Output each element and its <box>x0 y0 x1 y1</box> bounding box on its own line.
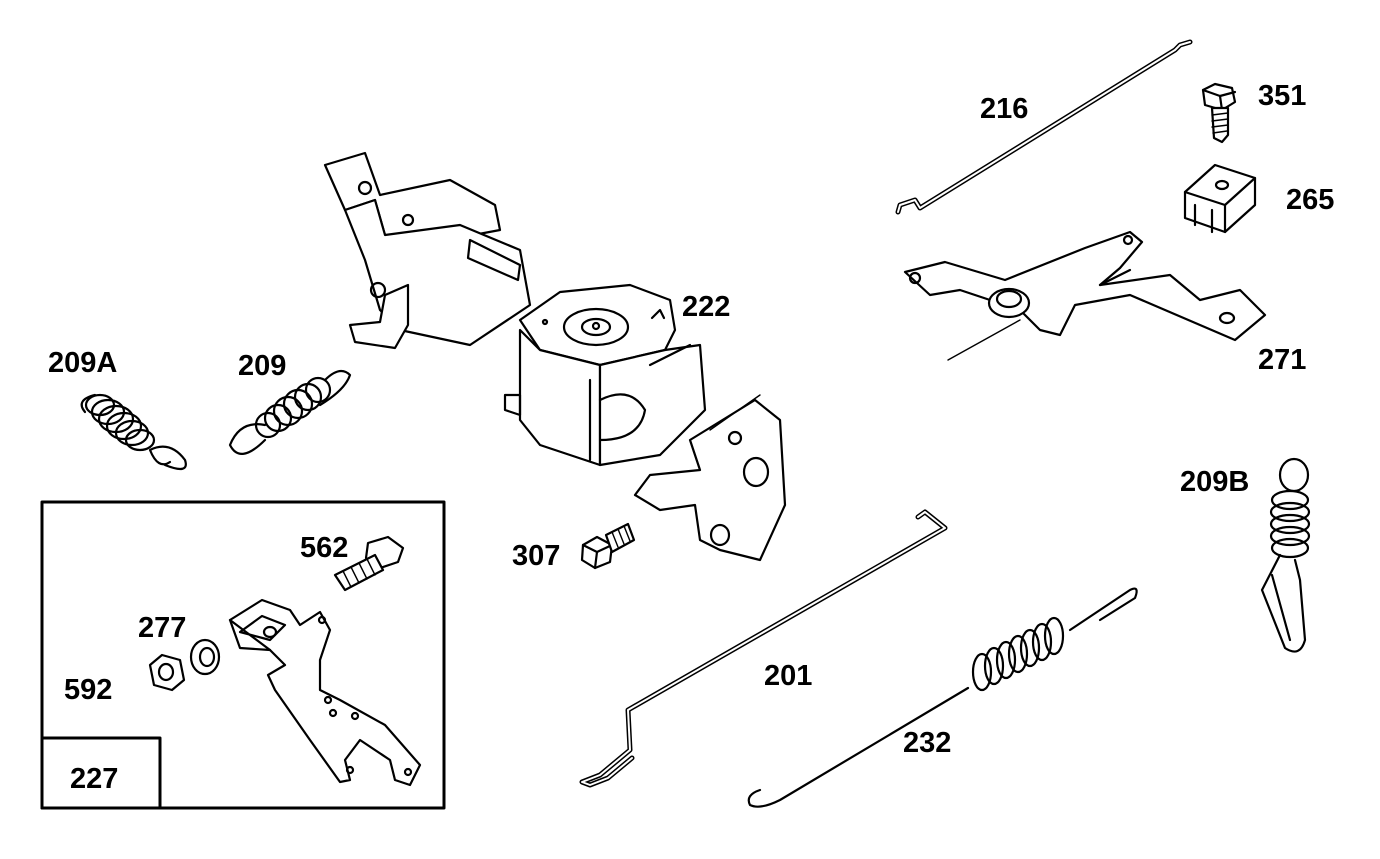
label-271: 271 <box>1258 344 1306 376</box>
rod-201 <box>579 509 948 788</box>
label-351: 351 <box>1258 80 1306 112</box>
label-209: 209 <box>238 350 286 382</box>
label-209B: 209B <box>1180 466 1249 498</box>
rod-216 <box>895 39 1193 215</box>
label-222: 222 <box>682 291 730 323</box>
governor-bracket-assembly <box>323 151 787 562</box>
label-232: 232 <box>903 727 951 759</box>
spring-232 <box>747 587 1138 808</box>
nut-592 <box>148 653 186 692</box>
clip-265 <box>1183 163 1257 234</box>
bolt-562 <box>333 535 405 592</box>
bolt-351 <box>1201 82 1237 144</box>
control-plate-271 <box>903 230 1267 361</box>
spring-209 <box>228 369 352 455</box>
label-216: 216 <box>980 93 1028 125</box>
label-592: 592 <box>64 674 112 706</box>
label-209A: 209A <box>48 347 117 379</box>
washer-277 <box>189 638 221 676</box>
label-307: 307 <box>512 540 560 572</box>
bolt-307 <box>580 522 636 570</box>
label-201: 201 <box>764 660 812 692</box>
label-265: 265 <box>1286 184 1334 216</box>
inset-box-227 <box>40 500 446 810</box>
label-227: 227 <box>70 763 118 795</box>
spring-209A <box>80 393 187 471</box>
label-277: 277 <box>138 612 186 644</box>
spring-209B <box>1260 457 1311 653</box>
label-562: 562 <box>300 532 348 564</box>
lever-227 <box>228 598 422 787</box>
